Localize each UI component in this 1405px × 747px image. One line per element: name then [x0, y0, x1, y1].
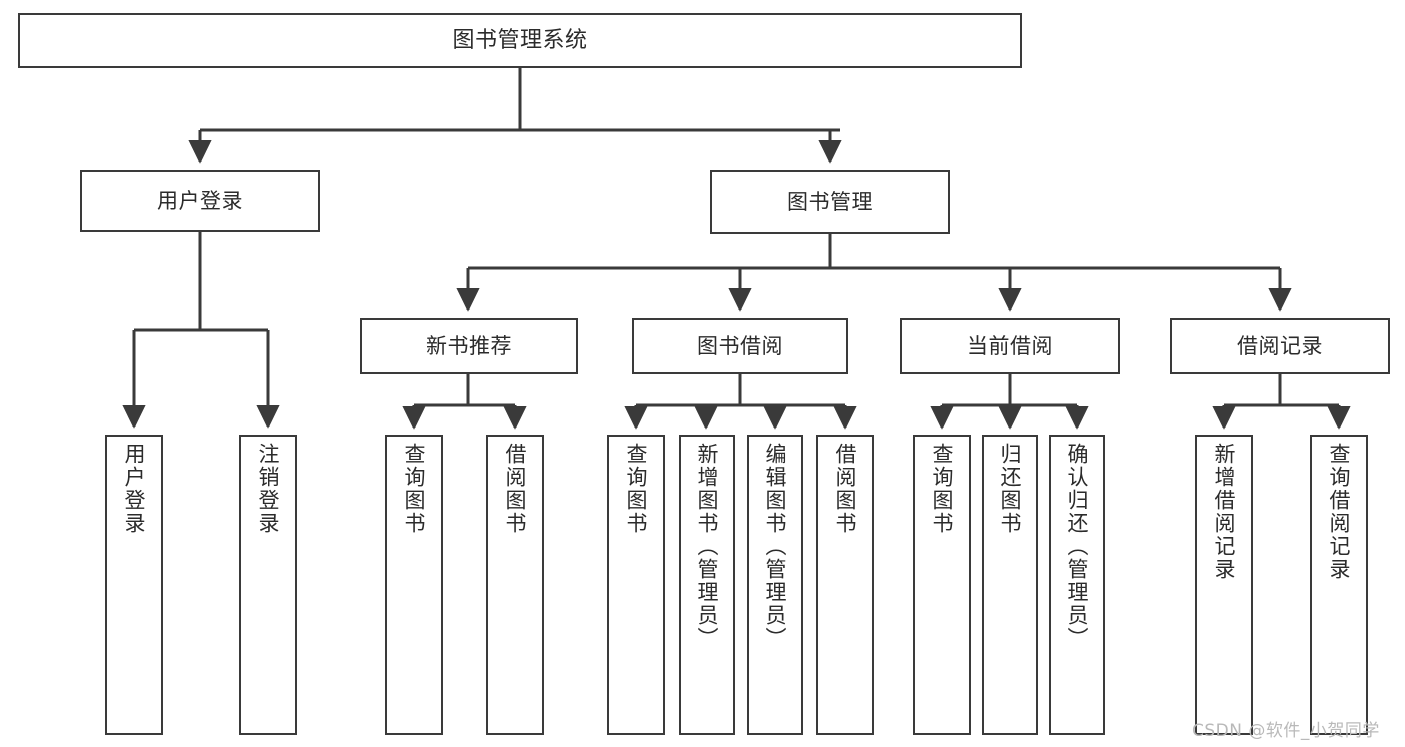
- node-current-borrow[interactable]: 当前借阅: [900, 318, 1120, 374]
- leaf-borrow-book[interactable]: 借阅图书: [816, 435, 874, 735]
- leaf-return-book[interactable]: 归还图书: [982, 435, 1038, 735]
- node-label: 图书管理: [787, 189, 873, 214]
- leaf-confirm-return-admin[interactable]: 确认归还（管理员）: [1049, 435, 1105, 735]
- node-label: 查询图书: [402, 443, 427, 535]
- node-label: 图书借阅: [697, 333, 783, 358]
- node-label: 用户登录: [122, 443, 147, 535]
- node-label: 注销登录: [256, 443, 281, 535]
- node-new-book-recommend[interactable]: 新书推荐: [360, 318, 578, 374]
- node-label: 查询借阅记录: [1327, 443, 1352, 581]
- node-label: 用户登录: [157, 188, 243, 213]
- node-label: 借阅图书: [833, 443, 858, 535]
- node-user-login[interactable]: 用户登录: [80, 170, 320, 232]
- leaf-logout[interactable]: 注销登录: [239, 435, 297, 735]
- leaf-query-borrow-record[interactable]: 查询借阅记录: [1310, 435, 1368, 735]
- node-label: 新增图书（管理员）: [695, 443, 720, 650]
- node-borrow-records[interactable]: 借阅记录: [1170, 318, 1390, 374]
- node-label: 确认归还（管理员）: [1065, 443, 1090, 650]
- node-root-system[interactable]: 图书管理系统: [18, 13, 1022, 68]
- leaf-add-borrow-record[interactable]: 新增借阅记录: [1195, 435, 1253, 735]
- node-label: 新增借阅记录: [1212, 443, 1237, 581]
- node-label: 查询图书: [624, 443, 649, 535]
- leaf-user-login[interactable]: 用户登录: [105, 435, 163, 735]
- leaf-edit-book-admin[interactable]: 编辑图书（管理员）: [747, 435, 803, 735]
- node-book-borrow[interactable]: 图书借阅: [632, 318, 848, 374]
- node-label: 借阅图书: [503, 443, 528, 535]
- leaf-query-book-borrow[interactable]: 查询图书: [607, 435, 665, 735]
- node-label: 借阅记录: [1237, 333, 1323, 358]
- leaf-query-book-current[interactable]: 查询图书: [913, 435, 971, 735]
- leaf-borrow-book-recommend[interactable]: 借阅图书: [486, 435, 544, 735]
- node-label: 归还图书: [998, 443, 1023, 535]
- csdn-watermark: CSDN @软件_小贺同学: [1192, 721, 1380, 741]
- node-label: 编辑图书（管理员）: [763, 443, 788, 650]
- node-label: 查询图书: [930, 443, 955, 535]
- leaf-query-book-recommend[interactable]: 查询图书: [385, 435, 443, 735]
- node-label: 当前借阅: [967, 333, 1053, 358]
- node-label: 新书推荐: [426, 333, 512, 358]
- node-book-management[interactable]: 图书管理: [710, 170, 950, 234]
- node-label: 图书管理系统: [452, 27, 588, 53]
- leaf-add-book-admin[interactable]: 新增图书（管理员）: [679, 435, 735, 735]
